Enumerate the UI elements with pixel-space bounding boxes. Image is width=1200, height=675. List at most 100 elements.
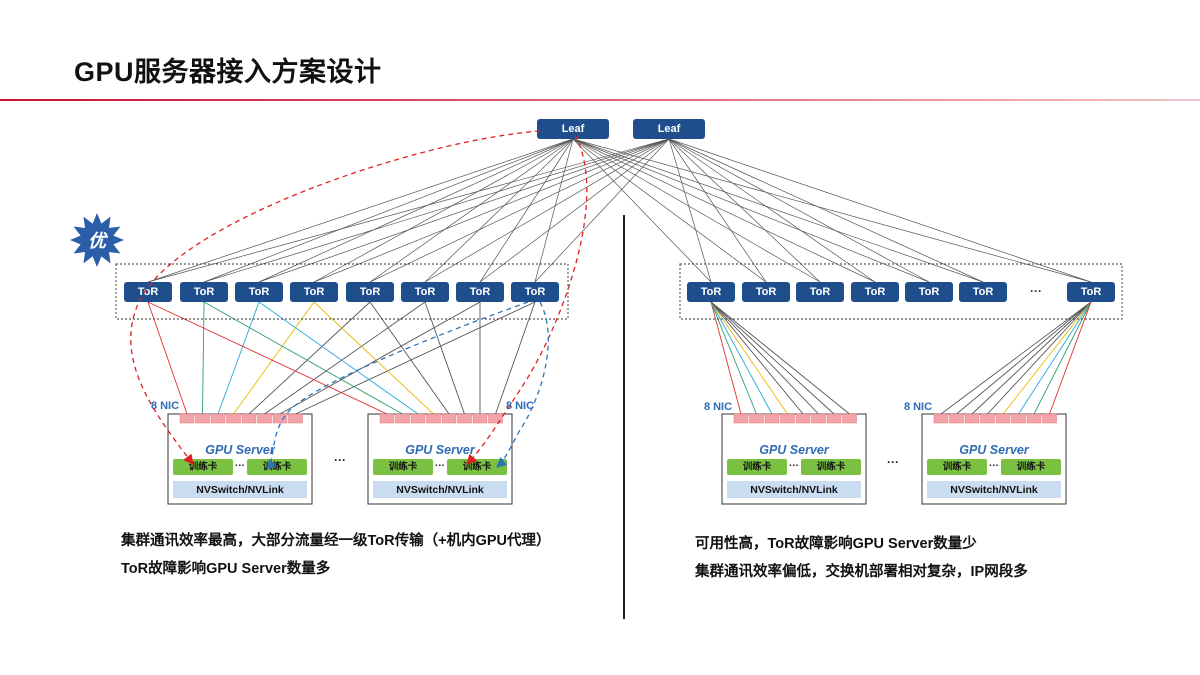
tor-left-7: ToR	[456, 282, 504, 302]
tor-left-3: ToR	[235, 282, 283, 302]
tor-nic-link	[710, 301, 742, 415]
tor-box	[511, 282, 559, 302]
training-card-label: 训练卡	[463, 461, 492, 473]
tor-box	[851, 282, 899, 302]
nic-port	[764, 413, 780, 424]
tor-nic-link	[710, 301, 757, 415]
leaf-tor-link	[534, 138, 670, 283]
leaf-tor-link	[313, 138, 574, 283]
leaf-box	[633, 119, 705, 139]
leaf-tor-link	[258, 138, 574, 283]
card-ellipsis: ···	[235, 461, 245, 472]
leaf-tor-link	[369, 138, 670, 283]
tor-nic-link	[258, 301, 419, 415]
leaf-tor-link	[534, 138, 574, 283]
server-title: GPU Server	[405, 443, 476, 457]
tor-right-7: ToR	[1067, 282, 1115, 302]
center-divider	[623, 215, 625, 619]
tor-box	[1067, 282, 1115, 302]
tor-left-4: ToR	[290, 282, 338, 302]
leaf-switch-1: Leaf	[537, 119, 609, 139]
badge-text: 优	[88, 231, 109, 251]
card-ellipsis: ···	[989, 461, 999, 472]
nic-port	[933, 413, 949, 424]
tor-nic-link	[1018, 301, 1092, 415]
leaf-tor-link	[668, 138, 876, 283]
card-ellipsis: ···	[435, 461, 445, 472]
nic-port	[395, 413, 410, 424]
nic-port	[780, 413, 795, 424]
nic-label: 8 NIC	[506, 400, 534, 412]
red-dashed-path-1	[130, 130, 541, 466]
nic-port	[410, 413, 426, 424]
tor-nic-link	[1033, 301, 1092, 415]
tor-label: ToR	[865, 286, 886, 298]
leaf-tor-link	[572, 138, 984, 283]
nic-port	[472, 413, 488, 424]
card-ellipsis: ···	[789, 461, 799, 472]
nic-port	[749, 413, 764, 424]
training-card-label: 训练卡	[189, 461, 218, 473]
tor-box	[687, 282, 735, 302]
leaf-tor-link	[203, 138, 670, 283]
tor-right-5: ToR	[905, 282, 953, 302]
training-card-label: 训练卡	[389, 461, 418, 473]
training-card	[801, 459, 861, 475]
nic-port	[272, 413, 288, 424]
tor-nic-link	[217, 301, 260, 415]
training-card	[727, 459, 787, 475]
nvlink-bar	[373, 481, 507, 498]
tor-nic-link	[956, 301, 1092, 415]
left-caption-2: ToR故障影响GPU Server数量多	[121, 561, 331, 577]
leaf-tor-link	[479, 138, 574, 283]
nic-port	[949, 413, 964, 424]
tor-right-6: ToR	[959, 282, 1007, 302]
tor-box	[180, 282, 228, 302]
nic-port	[842, 413, 857, 424]
training-card-label: 训练卡	[943, 461, 972, 473]
nic-port	[795, 413, 811, 424]
tor-nic-link	[710, 301, 850, 415]
tor-label: ToR	[304, 286, 325, 298]
tor-nic-link	[279, 301, 481, 415]
server-title: GPU Server	[759, 443, 830, 457]
tor-nic-link	[147, 301, 388, 415]
nic-label: 8 NIC	[151, 400, 179, 412]
training-card-label: 训练卡	[743, 461, 772, 473]
leaf-tor-link	[424, 138, 574, 283]
nic-label: 8 NIC	[704, 401, 732, 413]
training-card-label: 训练卡	[263, 461, 292, 473]
tor-nic-link	[1002, 301, 1092, 415]
starburst-shape	[70, 213, 124, 267]
leaf-tor-link	[668, 138, 767, 283]
tor-box	[124, 282, 172, 302]
leaf-tor-link	[258, 138, 670, 283]
leaf-tor-link	[369, 138, 574, 283]
nic-port	[1026, 413, 1042, 424]
blue-dashed-path-2	[496, 301, 549, 468]
tor-nic-link	[940, 301, 1092, 415]
training-card	[373, 459, 433, 475]
leaf-tor-link	[572, 138, 821, 283]
right-caption-2: 集群通讯效率偏低，交换机部署相对复杂，IP网段多	[695, 564, 1028, 580]
leaf-tor-link	[668, 138, 712, 283]
tor-left-6: ToR	[401, 282, 449, 302]
tor-nic-link	[971, 301, 1092, 415]
tor-right-1: ToR	[687, 282, 735, 302]
tor-left-2: ToR	[180, 282, 228, 302]
tor-group-frame-right	[679, 263, 1123, 320]
tor-label: ToR	[756, 286, 777, 298]
tor-nic-link	[1049, 301, 1092, 415]
training-card	[447, 459, 507, 475]
tor-box	[796, 282, 844, 302]
tor-nic-link	[203, 301, 403, 415]
tor-box	[742, 282, 790, 302]
tor-box	[290, 282, 338, 302]
nic-port	[179, 413, 195, 424]
right-caption-1: 可用性高，ToR故障影响GPU Server数量少	[695, 536, 977, 552]
nic-label: 8 NIC	[904, 401, 932, 413]
nic-port	[195, 413, 210, 424]
training-card-label: 训练卡	[817, 461, 846, 473]
tor-label: ToR	[525, 286, 546, 298]
nvlink-bar	[173, 481, 307, 498]
